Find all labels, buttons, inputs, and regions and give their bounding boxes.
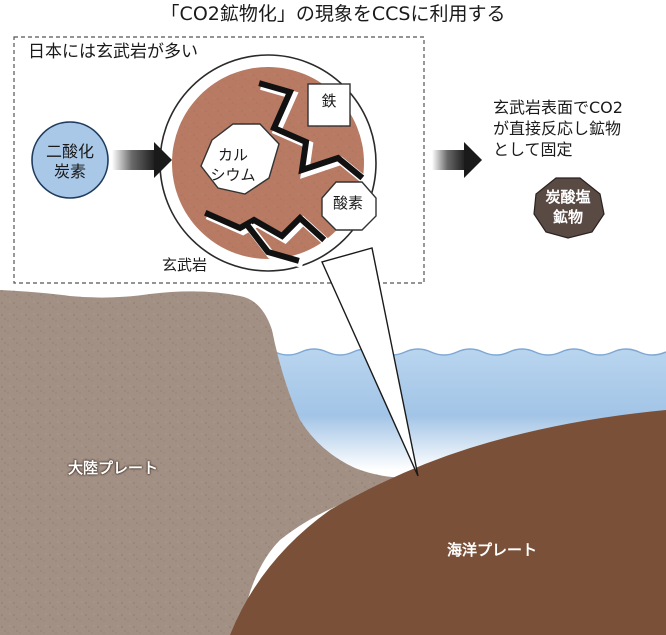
iron-label: 鉄 bbox=[321, 92, 337, 110]
reaction-line-3: として固定 bbox=[493, 139, 573, 159]
carbonate-label-line-1: 炭酸塩 bbox=[545, 188, 591, 206]
continental-plate-label: 大陸プレート bbox=[68, 459, 159, 477]
oxygen-hexagon bbox=[321, 181, 377, 231]
carbonate-mineral-label: 炭酸塩 鉱物 bbox=[528, 188, 608, 227]
diagram-title: 「CO2鉱物化」の現象をCCSに利用する bbox=[160, 3, 506, 25]
basalt-frame bbox=[13, 36, 425, 284]
basalt-caption: 玄武岩 bbox=[162, 256, 208, 274]
callout-pointer bbox=[321, 247, 419, 477]
arrow-basalt-to-mineral-icon bbox=[432, 142, 482, 178]
oceanic-plate bbox=[230, 410, 666, 635]
carbonate-mineral-octagon bbox=[533, 177, 605, 239]
arrow-co2-to-basalt-icon bbox=[112, 142, 172, 178]
iron-square bbox=[307, 83, 351, 127]
oceanic-plate-label: 海洋プレート bbox=[447, 541, 538, 559]
reaction-line-2: が直接反応し鉱物 bbox=[493, 118, 622, 138]
reaction-line-1: 玄武岩表面でCO2 bbox=[493, 98, 623, 117]
reaction-description: 玄武岩表面でCO2 が直接反応し鉱物 として固定 bbox=[493, 98, 623, 160]
calcium-label-line-1: カル bbox=[217, 146, 248, 164]
basalt-note: 日本には玄武岩が多い bbox=[28, 42, 198, 62]
co2-circle bbox=[31, 121, 109, 199]
continental-plate bbox=[0, 290, 410, 635]
carbonate-label-line-2: 鉱物 bbox=[552, 207, 583, 226]
calcium-hexagon bbox=[200, 123, 280, 195]
calcium-label-line-2: シウム bbox=[210, 165, 256, 184]
oxygen-label: 酸素 bbox=[332, 194, 363, 212]
co2-label: 二酸化 炭素 bbox=[30, 142, 110, 182]
crystal-structure bbox=[204, 80, 369, 268]
calcium-label: カル シウム bbox=[193, 146, 273, 185]
co2-label-line-2: 炭素 bbox=[53, 162, 86, 181]
co2-label-line-1: 二酸化 bbox=[45, 142, 94, 161]
